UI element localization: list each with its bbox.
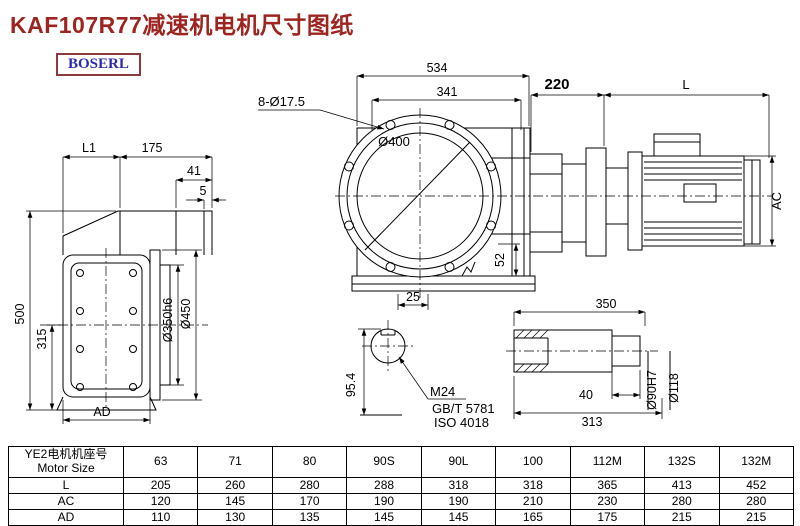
std-iso4018-label: ISO 4018 <box>434 415 489 430</box>
motor-body <box>641 155 745 247</box>
shaft-section-view <box>360 328 406 416</box>
size-col-header: 132M <box>718 446 794 478</box>
value-cell: 318 <box>420 477 497 494</box>
value-cell: 230 <box>569 493 646 510</box>
row-label: AC <box>8 493 124 510</box>
value-cell: 318 <box>495 477 571 494</box>
std-gbt5781-label: GB/T 5781 <box>432 401 495 416</box>
motor-view <box>529 133 761 257</box>
dim-L1-label: L1 <box>82 141 96 155</box>
boserl-logo: BOSERL <box>56 53 141 76</box>
value-cell: 365 <box>569 477 646 494</box>
dim-350-label: 350 <box>596 297 617 311</box>
surface-finish-icon <box>461 261 476 277</box>
dim-41-label: 41 <box>187 164 201 178</box>
size-col-header: 63 <box>122 446 199 478</box>
value-cell: 190 <box>346 493 422 510</box>
dim-220-label: 220 <box>544 76 569 93</box>
dim-118-label: Ø118 <box>667 373 681 403</box>
dim-25-label: 25 <box>406 290 420 304</box>
size-col-header: 71 <box>197 446 273 478</box>
row-label: AD <box>8 509 124 526</box>
value-cell: 135 <box>271 509 348 526</box>
dim-500-label: 500 <box>13 304 27 325</box>
dim-AC-label: AC <box>769 192 784 210</box>
value-cell: 175 <box>569 509 646 526</box>
value-cell: 145 <box>197 493 273 510</box>
size-col-header: 90S <box>346 446 422 478</box>
table-row-AD: AD 110 130 135 145 145 165 175 215 215 <box>8 509 794 526</box>
table-row-L: L 205 260 280 288 318 318 365 413 452 <box>8 477 794 494</box>
page-title: KAF107R77减速机电机尺寸图纸 <box>10 12 354 38</box>
motor-size-header-cn: YE2电机机座号 <box>24 447 108 462</box>
value-cell: 130 <box>197 509 273 526</box>
size-col-header: 132S <box>644 446 720 478</box>
value-cell: 280 <box>644 493 720 510</box>
dim-534-label: 534 <box>427 61 448 75</box>
motor-size-header-cell: YE2电机机座号 Motor Size <box>8 446 124 478</box>
value-cell: 413 <box>644 477 720 494</box>
value-cell: 215 <box>718 509 794 526</box>
dim-400-label: Ø400 <box>378 134 410 149</box>
motor-size-table: YE2电机机座号 Motor Size 63 71 80 90S 90L 100… <box>8 446 794 526</box>
dim-90H7-label: Ø90H7 <box>645 370 659 410</box>
value-cell: 205 <box>122 477 199 494</box>
value-cell: 288 <box>346 477 422 494</box>
value-cell: 452 <box>718 477 794 494</box>
dim-L-label: L <box>682 77 689 92</box>
motor-size-header-en: Motor Size <box>37 461 95 475</box>
dim-450-label: Ø450 <box>179 299 193 330</box>
value-cell: 260 <box>197 477 273 494</box>
value-cell: 280 <box>718 493 794 510</box>
terminal-box <box>653 133 701 157</box>
dim-40-label: 40 <box>579 388 593 402</box>
boserl-logo-text: BOSERL <box>68 56 129 72</box>
front-view <box>56 210 213 411</box>
value-cell: 145 <box>420 509 497 526</box>
dim-AD-label: AD <box>93 405 110 419</box>
value-cell: 145 <box>346 509 422 526</box>
motor-nameplate <box>683 183 717 203</box>
technical-drawing: L1 175 41 5 500 315 Ø350h6 Ø450 AD 534 3… <box>13 61 784 430</box>
value-cell: 215 <box>644 509 720 526</box>
table-row-AC: AC 120 145 170 190 190 210 230 280 280 <box>8 493 794 510</box>
size-col-header: 100 <box>495 446 571 478</box>
value-cell: 165 <box>495 509 571 526</box>
value-cell: 190 <box>420 493 497 510</box>
dimension-lines <box>26 73 776 424</box>
value-cell: 280 <box>271 477 348 494</box>
value-cell: 210 <box>495 493 571 510</box>
size-col-header: 80 <box>271 446 348 478</box>
dim-350h6-label: Ø350h6 <box>161 298 175 343</box>
dim-52-label: 52 <box>493 253 507 267</box>
value-cell: 170 <box>271 493 348 510</box>
value-cell: 120 <box>122 493 199 510</box>
size-col-header: 112M <box>569 446 646 478</box>
dim-95-4-label: 95.4 <box>344 373 358 397</box>
thread-M24-label: M24 <box>430 384 455 399</box>
value-cell: 110 <box>122 509 199 526</box>
table-header-row: YE2电机机座号 Motor Size 63 71 80 90S 90L 100… <box>8 446 794 478</box>
dim-bolt-circle-label: 8-Ø17.5 <box>258 94 305 109</box>
dim-5-label: 5 <box>200 184 207 198</box>
dim-341-label: 341 <box>437 85 458 99</box>
size-col-header: 90L <box>420 446 497 478</box>
dim-313-label: 313 <box>582 415 603 429</box>
dim-315-label: 315 <box>35 329 49 350</box>
dim-175-label: 175 <box>142 141 163 155</box>
row-label: L <box>8 477 124 494</box>
